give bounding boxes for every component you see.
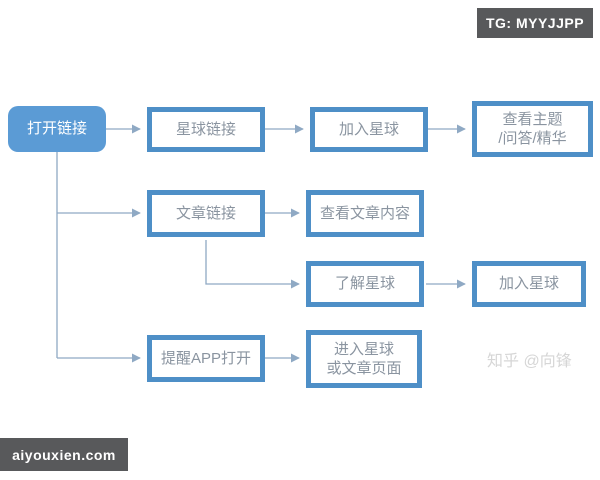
node-view-article: 查看文章内容 (306, 190, 424, 237)
node-planet-link-label: 星球链接 (175, 120, 236, 138)
node-enter-page-line2: 或文章页面 (326, 360, 402, 377)
node-view-article-label: 查看文章内容 (319, 204, 410, 222)
node-join-planet-2-label: 加入星球 (498, 275, 559, 293)
telegram-badge-text: TG: MYYJJPP (485, 15, 585, 31)
node-remind-app-label: 提醒APP打开 (160, 349, 251, 367)
node-remind-app: 提醒APP打开 (147, 335, 265, 382)
site-badge-text: aiyouxien.com (12, 446, 116, 463)
node-join-planet-1: 加入星球 (310, 107, 428, 152)
telegram-badge: TG: MYYJJPP (477, 8, 593, 38)
node-join-planet-1-label: 加入星球 (338, 120, 399, 138)
node-view-topics: 查看主题 /问答/精华 (472, 101, 593, 157)
site-badge: aiyouxien.com (0, 438, 128, 471)
node-enter-page: 进入星球 或文章页面 (306, 330, 422, 388)
edge-article-link-to-learn-planet (205, 240, 300, 289)
node-article-link-label: 文章链接 (175, 204, 236, 222)
node-view-topics-line2: /问答/精华 (498, 130, 567, 147)
node-article-link: 文章链接 (147, 190, 265, 237)
node-learn-planet: 了解星球 (306, 261, 424, 307)
node-enter-page-line1: 进入星球 (333, 340, 394, 358)
node-start-label: 打开链接 (26, 120, 87, 138)
zhihu-watermark: 知乎 @向锋 (487, 353, 572, 370)
node-join-planet-2: 加入星球 (472, 261, 586, 307)
node-start: 打开链接 (8, 106, 106, 152)
node-learn-planet-label: 了解星球 (334, 275, 395, 293)
node-planet-link: 星球链接 (147, 107, 265, 152)
node-view-topics-line1: 查看主题 (502, 110, 563, 128)
